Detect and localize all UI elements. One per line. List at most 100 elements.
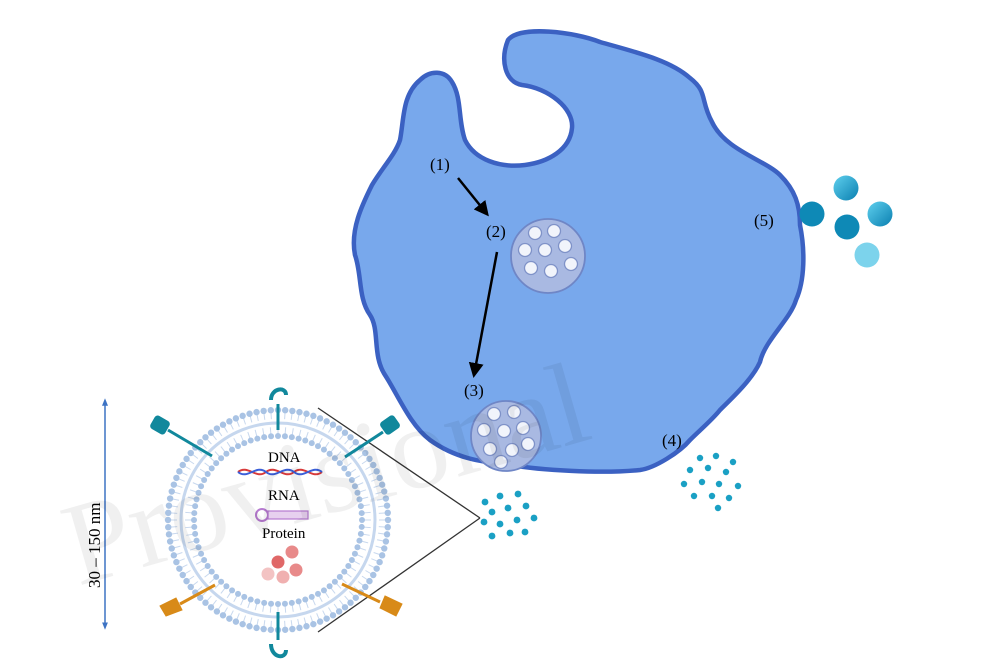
watermark: Provisional [49,337,602,611]
lipid-head [275,601,281,607]
lipid-head [329,421,337,428]
lipid-head [226,418,233,425]
exosome-detail: DNA RNA Protein [150,387,403,659]
lipid-head [378,481,386,488]
lipid-head [281,407,289,414]
lipid-head [314,443,321,450]
lipid-head [183,455,190,463]
lipid-head [176,565,183,572]
lipid-head [179,571,186,579]
lipid-head [331,455,338,462]
lipid-head [191,517,197,523]
lipid-head [253,624,260,632]
rna-label: RNA [268,488,300,504]
orange-protein-left [159,583,216,617]
lipid-head [308,440,315,447]
lipid-head [187,449,194,457]
lipid-head [288,434,295,441]
lipid-head [357,503,364,510]
lipid-head [381,545,388,552]
lipid-head [359,517,365,523]
lipid-head [289,407,296,415]
lipid-head [323,418,330,425]
lipid-head [166,538,174,545]
lipid-head [366,455,373,463]
lipid-head [267,626,275,633]
receptor-icon [150,415,213,458]
lipid-head [226,615,233,622]
lipid-head [219,421,227,428]
microvesicles-cluster [680,452,742,512]
lipid-head [192,503,199,510]
lipid-head [384,509,391,517]
lipid-head [193,537,200,544]
lipid-head [235,590,242,597]
lipid-head [354,544,361,551]
lipid-head [347,434,354,441]
lipid-head [223,450,230,457]
lipid-head [204,471,211,478]
lipid-head [384,523,391,531]
lipid-head [173,558,180,566]
lipid-head [254,435,261,442]
lipid-head [288,599,295,606]
lipid-head [378,552,386,559]
lipid-head [173,474,180,482]
lipid-head [164,516,172,524]
lipid-head [356,496,363,503]
lipid-head [336,573,343,580]
lipid-head [165,523,172,531]
lipid-head [165,502,173,509]
lipid-head [239,620,246,628]
lipid-head [165,531,173,538]
lipid-head [168,488,175,495]
lipid-head [352,594,359,601]
step-1-label: (1) [430,155,450,174]
lipid-head [165,509,172,517]
step-4-label: (4) [662,431,682,450]
lipid-head [308,593,315,600]
lipid-head [356,537,363,544]
step-5-label: (5) [754,211,774,230]
lipid-head [331,578,338,585]
lipid-head [202,434,209,441]
lipid-head [232,618,240,625]
lipid-head [195,489,202,496]
lipid-head [267,407,275,414]
step-3-label: (3) [464,381,484,400]
lipid-head [341,429,349,436]
lipid-head [229,446,236,453]
lipid-head [382,538,390,545]
lipid-head [213,460,220,467]
step-2-label: (2) [486,222,506,241]
lipid-head [254,598,261,605]
lipid-head [207,604,215,611]
lipid-head [179,461,186,469]
lipid-head [201,556,208,563]
lipid-head [241,440,248,447]
lipid-head [192,530,199,537]
lipid-head [357,530,364,537]
lipid-head [302,596,309,603]
lipid-head [335,425,343,432]
lipid-head [193,496,200,503]
lipid-head [213,608,221,615]
lipid-head [341,568,348,575]
lipid-head [207,429,215,436]
multivesicular-body-early [510,218,586,294]
lipid-head [289,625,296,633]
lipid-head [295,435,302,442]
released-exosomes-cluster [480,490,538,540]
protein-spheres-icon [261,545,303,584]
lipid-head [341,465,348,472]
lipid-head [213,425,221,432]
receptor-icon [269,387,288,430]
lipid-head [314,590,321,597]
lipid-head [302,437,309,444]
arrow-step2-to-step3 [468,251,499,378]
lipid-head [352,439,359,446]
lipid-head [191,510,198,517]
lipid-head [335,608,343,615]
lipid-head [310,412,317,420]
